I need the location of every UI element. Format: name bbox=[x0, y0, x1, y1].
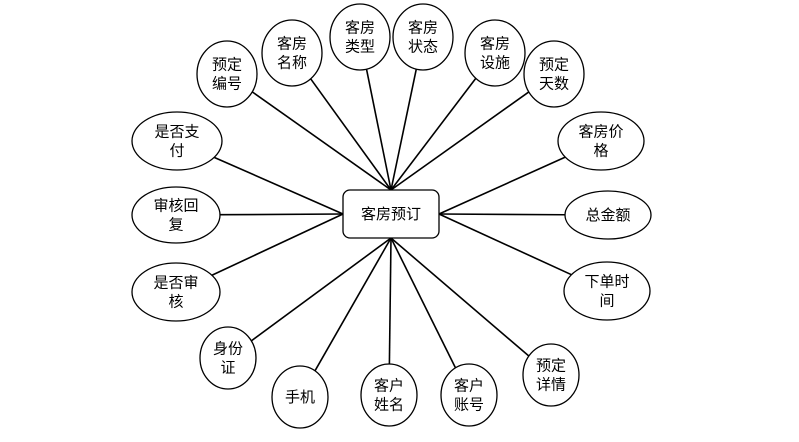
connector-is-reviewed bbox=[211, 213, 344, 276]
attribute-label: 证 bbox=[220, 359, 235, 377]
attribute-label: 客房 bbox=[277, 35, 307, 53]
attribute-ellipse bbox=[563, 261, 651, 321]
connector-order-time bbox=[438, 213, 572, 276]
attribute-label: 状态 bbox=[408, 38, 438, 56]
connector-booking-days bbox=[390, 91, 530, 191]
attribute-ellipse bbox=[523, 40, 585, 108]
connector-customer-name bbox=[388, 237, 392, 365]
attribute-label: 核 bbox=[168, 293, 183, 311]
attribute-label: 客房 bbox=[408, 19, 438, 37]
attribute-ellipse bbox=[329, 3, 391, 71]
attribute-ellipse bbox=[557, 111, 645, 171]
attribute-label: 客房价 bbox=[578, 123, 623, 141]
entity-box bbox=[342, 189, 440, 239]
connector-total-amount bbox=[438, 213, 566, 216]
attribute-ellipse bbox=[464, 19, 526, 87]
connector-room-facilities bbox=[390, 77, 477, 191]
attribute-label: 身份 bbox=[213, 340, 243, 358]
attribute-label: 客户 bbox=[374, 377, 404, 395]
attribute-label: 预定 bbox=[536, 357, 566, 375]
attribute-ellipse bbox=[360, 363, 418, 427]
attribute-ellipse bbox=[131, 186, 221, 244]
attribute-label: 复 bbox=[168, 216, 183, 234]
attribute-ellipse bbox=[261, 19, 323, 87]
entity-label: 客房预订 bbox=[361, 205, 421, 223]
attribute-phone: 手机 bbox=[271, 365, 329, 429]
attribute-label: 设施 bbox=[480, 54, 510, 72]
attribute-label: 是否审 bbox=[153, 274, 198, 292]
attribute-ellipse bbox=[522, 343, 580, 407]
attribute-label: 预定 bbox=[212, 56, 242, 74]
attribute-ellipse bbox=[440, 363, 498, 427]
attribute-label: 下单时 bbox=[584, 273, 629, 291]
attribute-label: 编号 bbox=[212, 75, 242, 93]
attribute-label: 是否支 bbox=[154, 123, 199, 141]
attribute-label: 详情 bbox=[536, 376, 566, 394]
attribute-id-card: 身份证 bbox=[199, 326, 257, 390]
connector-id-card bbox=[250, 237, 392, 342]
connector-room-name bbox=[310, 78, 392, 191]
attribute-label: 天数 bbox=[539, 75, 569, 93]
connector-booking-number bbox=[251, 91, 392, 191]
connector-lines bbox=[211, 68, 572, 372]
attribute-label: 格 bbox=[593, 142, 608, 160]
connector-room-type bbox=[365, 69, 392, 191]
attribute-ellipse bbox=[392, 3, 454, 71]
attribute-label: 总金额 bbox=[585, 206, 630, 224]
attribute-label: 付 bbox=[169, 142, 184, 160]
connector-room-status bbox=[390, 68, 418, 191]
attribute-label: 客户 bbox=[454, 377, 484, 395]
attribute-label: 姓名 bbox=[374, 396, 404, 414]
attribute-ellipse bbox=[564, 190, 652, 240]
attribute-label: 客房 bbox=[345, 19, 375, 37]
attribute-label: 账号 bbox=[454, 396, 484, 414]
connector-room-price bbox=[438, 156, 566, 215]
attribute-total-amount: 总金额 bbox=[564, 190, 652, 240]
attribute-ellipse bbox=[199, 326, 257, 390]
connector-booking-details bbox=[390, 237, 530, 357]
connector-review-reply bbox=[219, 213, 344, 216]
attribute-label: 手机 bbox=[285, 388, 315, 406]
attribute-label: 类型 bbox=[345, 38, 375, 56]
attribute-ellipse bbox=[271, 365, 329, 429]
attribute-label: 客房 bbox=[480, 35, 510, 53]
attribute-ellipse bbox=[196, 40, 258, 108]
entity-room-booking: 客房预订 bbox=[342, 189, 440, 239]
attribute-label: 预定 bbox=[539, 56, 569, 74]
attribute-label: 审核回 bbox=[153, 197, 198, 215]
attribute-label: 名称 bbox=[277, 54, 307, 72]
attribute-label: 间 bbox=[599, 292, 614, 310]
connector-customer-account bbox=[390, 237, 457, 369]
connector-is-paid bbox=[213, 156, 344, 215]
connector-phone bbox=[314, 237, 392, 372]
attribute-ellipse bbox=[131, 262, 221, 322]
attribute-ellipse bbox=[131, 111, 223, 171]
